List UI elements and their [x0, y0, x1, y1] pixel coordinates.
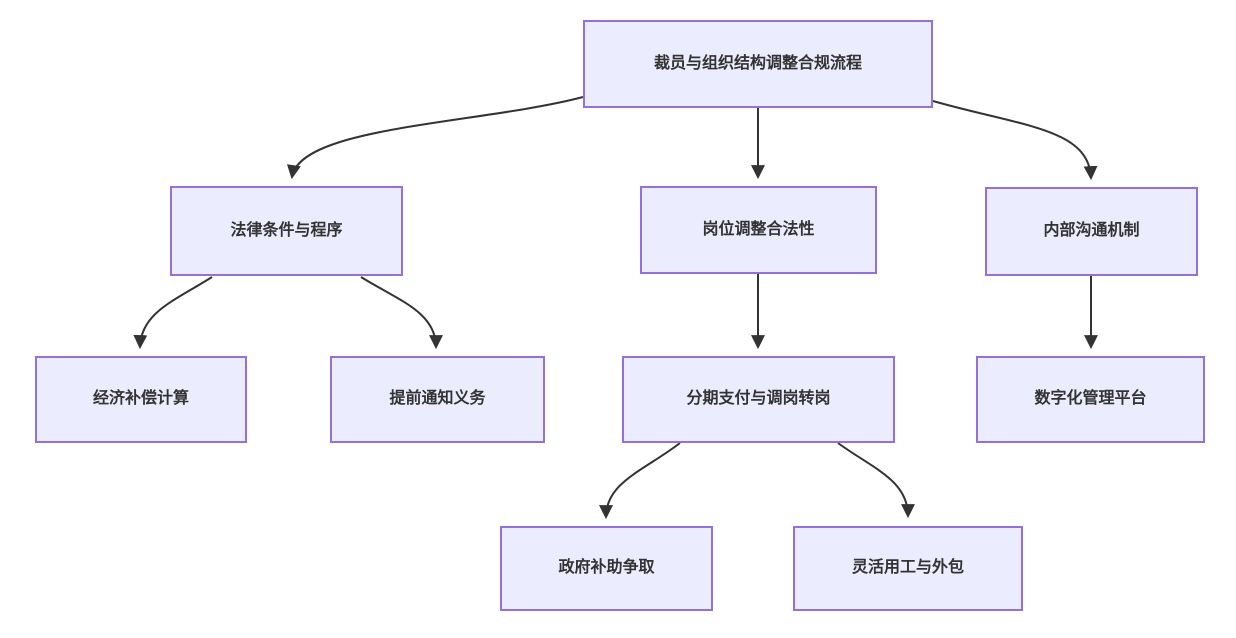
node-root-label: 裁员与组织结构调整合规流程	[653, 54, 862, 72]
node-notice-label: 提前通知义务	[389, 390, 486, 408]
edge-installment-flexible	[837, 442, 915, 519]
edge-root-comm	[932, 100, 1098, 181]
node-compensation: 经济补偿计算	[35, 356, 247, 443]
edge-legal-notice	[360, 276, 443, 350]
node-installment-label: 分期支付与调岗转岗	[686, 390, 831, 408]
node-subsidy-label: 政府补助争取	[558, 559, 655, 577]
node-comm: 内部沟通机制	[985, 187, 1198, 276]
edge-installment-subsidy	[599, 442, 681, 520]
node-notice: 提前通知义务	[330, 356, 545, 443]
node-flexible: 灵活用工与外包	[793, 526, 1023, 611]
edge-root-legal	[286, 96, 584, 180]
node-legal: 法律条件与程序	[170, 186, 403, 276]
node-installment: 分期支付与调岗转岗	[622, 356, 895, 443]
node-position: 岗位调整合法性	[640, 186, 877, 274]
node-digital-label: 数字化管理平台	[1034, 390, 1147, 408]
node-legal-label: 法律条件与程序	[230, 221, 343, 239]
node-comm-label: 内部沟通机制	[1043, 222, 1140, 240]
node-root: 裁员与组织结构调整合规流程	[583, 20, 933, 108]
node-compensation-label: 经济补偿计算	[92, 390, 189, 408]
node-flexible-label: 灵活用工与外包	[851, 559, 964, 577]
node-subsidy: 政府补助争取	[500, 526, 713, 611]
node-position-label: 岗位调整合法性	[702, 220, 815, 238]
edge-legal-compensation	[133, 276, 213, 350]
node-digital: 数字化管理平台	[976, 356, 1205, 443]
